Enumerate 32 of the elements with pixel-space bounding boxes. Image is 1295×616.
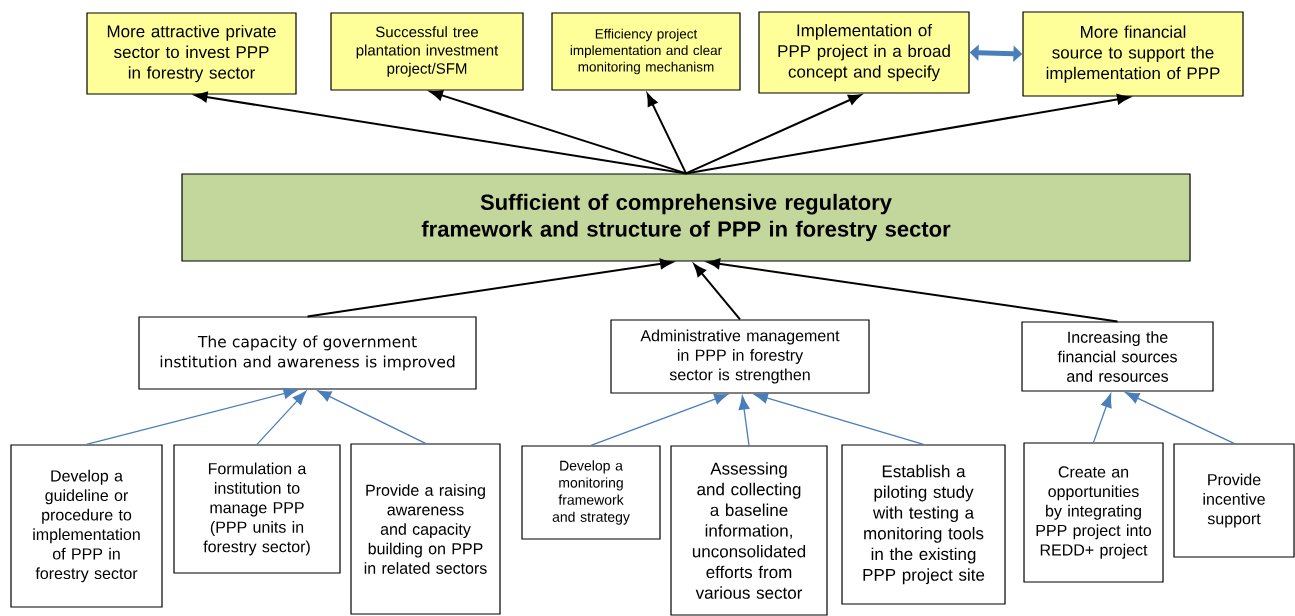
- cause-box: Increasing the financial sources and resources: [1021, 321, 1214, 392]
- activity-box: Assessing and collecting a baseline information, unconsolidated efforts from various sector: [670, 445, 828, 616]
- arrow: [707, 258, 1119, 323]
- arrow: [85, 388, 298, 446]
- arrow: [1125, 392, 1235, 445]
- arrow: [753, 392, 925, 446]
- arrow: [685, 93, 1130, 175]
- arrow: [738, 395, 750, 447]
- arrow: [317, 390, 427, 445]
- outcome-box: Successful tree plantation investment project/SFM: [330, 12, 524, 91]
- cause-box: The capacity of government institution and awareness is improved: [138, 316, 477, 390]
- arrow: [685, 94, 862, 175]
- activity-box: Formulation a institution to manage PPP (PPP units in forestry sector): [173, 444, 341, 574]
- outcome-box: More financial source to support the implementation of PPP: [1022, 11, 1244, 97]
- activity-box: Provide incentive support: [1173, 443, 1295, 558]
- activity-box: Create an opportunities by integrating PPP project into REDD+ project: [1023, 442, 1164, 583]
- activity-box: Develop a monitoring framework and strategy: [521, 445, 661, 540]
- activity-box: Develop a guideline or procedure to implementation of PPP in forestry sector: [10, 444, 163, 608]
- arrow: [693, 263, 741, 321]
- outcome-box: More attractive private sector to invest PPP in forestry sector: [86, 12, 297, 95]
- cause-box: Administrative management in PPP in forestry sector is strengthen: [610, 319, 870, 394]
- arrow: [1092, 393, 1112, 444]
- core-problem-box: Sufficient of comprehensive regulatory framework and structure of PPP in forestry sector: [181, 173, 1191, 262]
- arrow: [429, 90, 687, 175]
- outcome-box: Efficiency project implementation and clear monitoring mechanism: [551, 12, 741, 91]
- outcome-box: Implementation of PPP project in a broad concept and specify: [758, 11, 970, 94]
- arrow: [256, 390, 307, 446]
- arrow: [590, 393, 729, 447]
- arrow: [306, 258, 673, 318]
- activity-box: Provide a raising awareness and capacity building on PPP in related sectors: [350, 443, 501, 615]
- arrow: [646, 93, 687, 175]
- activity-box: Establish a piloting study with testing a monitoring tools in the existing PPP project site: [841, 444, 1006, 605]
